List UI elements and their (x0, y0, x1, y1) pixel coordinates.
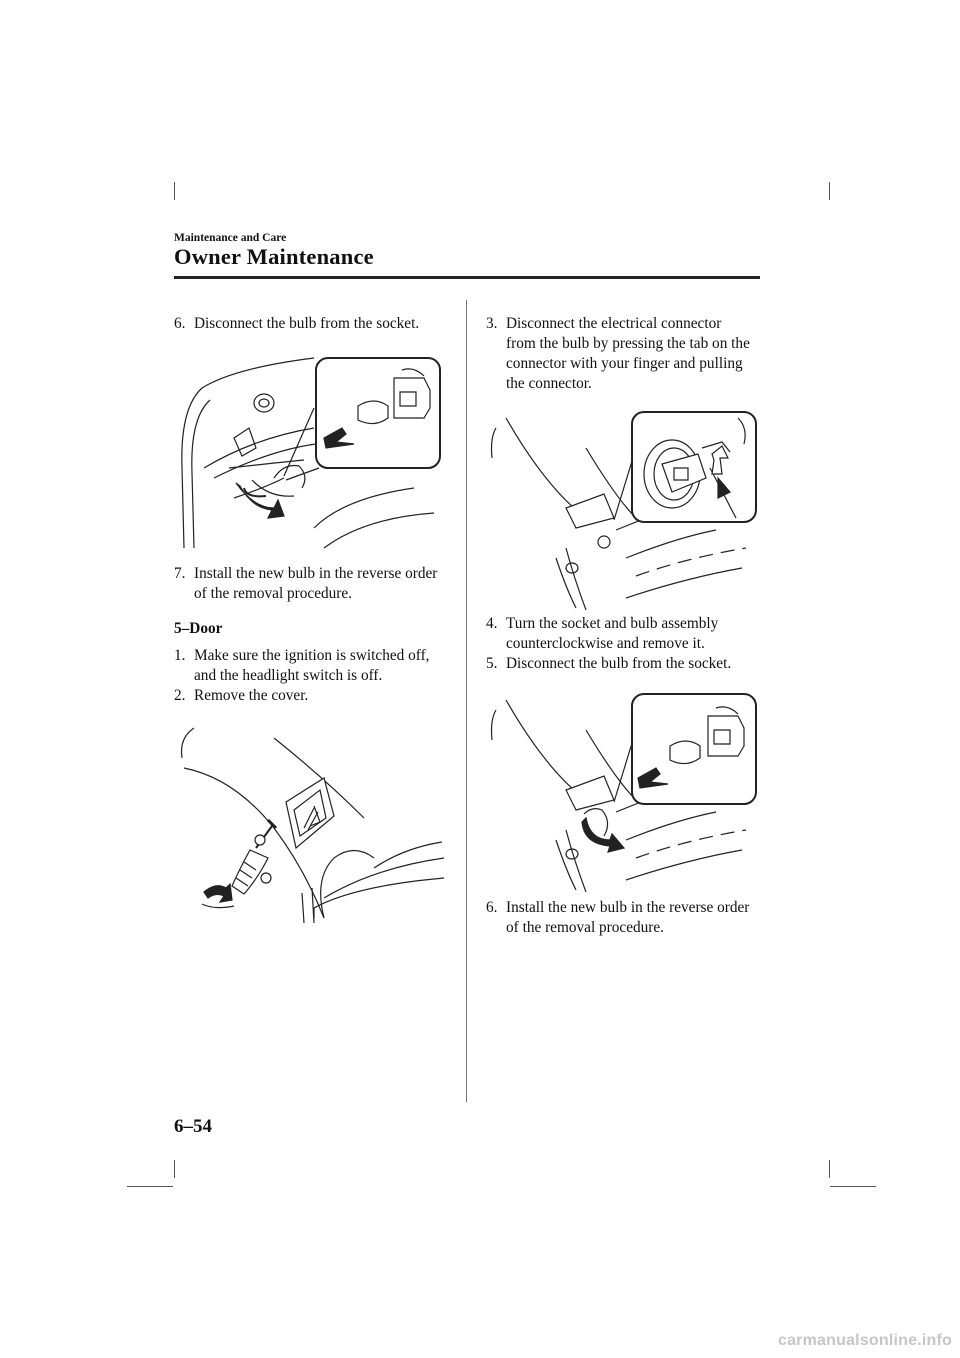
step-text: of the removal procedure. (506, 919, 664, 936)
crop-mark (174, 182, 175, 200)
watermark-text: carmanualsonline.info (777, 1332, 952, 1349)
page-title: Owner Maintenance (174, 244, 374, 269)
header-rule (174, 276, 760, 279)
crop-mark (829, 1160, 830, 1178)
step-number: 6. (486, 899, 498, 916)
connector-disconnect-illustration (486, 408, 760, 610)
step-number: 6. (174, 315, 186, 332)
step-text: Install the new bulb in the reverse orde… (194, 565, 438, 582)
section-heading: 5–Door (174, 620, 223, 637)
step-text: Disconnect the bulb from the socket. (506, 655, 732, 672)
step-7-left: 7. Install the new bulb in the reverse or… (174, 564, 437, 604)
step-2-left: 2. Remove the cover. (174, 686, 308, 706)
step-text: connector with your finger and pulling (506, 355, 743, 372)
page-number: 6–54 (174, 1116, 212, 1137)
step-number: 1. (174, 647, 186, 664)
section-label: Maintenance and Care (174, 232, 287, 244)
step-6-left: 6. Disconnect the bulb from the socket. (174, 314, 419, 334)
crop-mark (174, 1160, 175, 1178)
column-divider (466, 300, 467, 1102)
cover-removal-illustration (174, 718, 450, 923)
step-5-right: 5. Disconnect the bulb from the socket. (486, 654, 731, 674)
step-text: of the removal procedure. (194, 585, 352, 602)
crop-mark (830, 1186, 876, 1187)
step-4-right: 4. Turn the socket and bulb assembly coun… (486, 614, 718, 654)
step-text: Disconnect the bulb from the socket. (194, 315, 420, 332)
crop-mark (829, 182, 830, 200)
step-text: counterclockwise and remove it. (506, 635, 705, 652)
step-text: the connector. (506, 375, 592, 392)
step-6-right: 6. Install the new bulb in the reverse or… (486, 898, 749, 938)
bulb-removal-illustration (174, 348, 444, 558)
bulb-socket-illustration (486, 690, 760, 892)
crop-mark (127, 1186, 173, 1187)
step-text: Install the new bulb in the reverse orde… (506, 899, 750, 916)
step-number: 3. (486, 315, 498, 332)
step-text: Make sure the ignition is switched off, (194, 647, 430, 664)
step-number: 5. (486, 655, 498, 672)
step-text: Remove the cover. (194, 687, 309, 704)
step-3-right: 3. Disconnect the electrical connector fr… (486, 314, 750, 394)
step-text: Disconnect the electrical connector (506, 315, 722, 332)
step-number: 4. (486, 615, 498, 632)
step-1-left: 1. Make sure the ignition is switched off… (174, 646, 430, 686)
step-number: 2. (174, 687, 186, 704)
step-text: and the headlight switch is off. (194, 667, 383, 684)
step-number: 7. (174, 565, 186, 582)
step-text: from the bulb by pressing the tab on the (506, 335, 750, 352)
step-text: Turn the socket and bulb assembly (506, 615, 719, 632)
